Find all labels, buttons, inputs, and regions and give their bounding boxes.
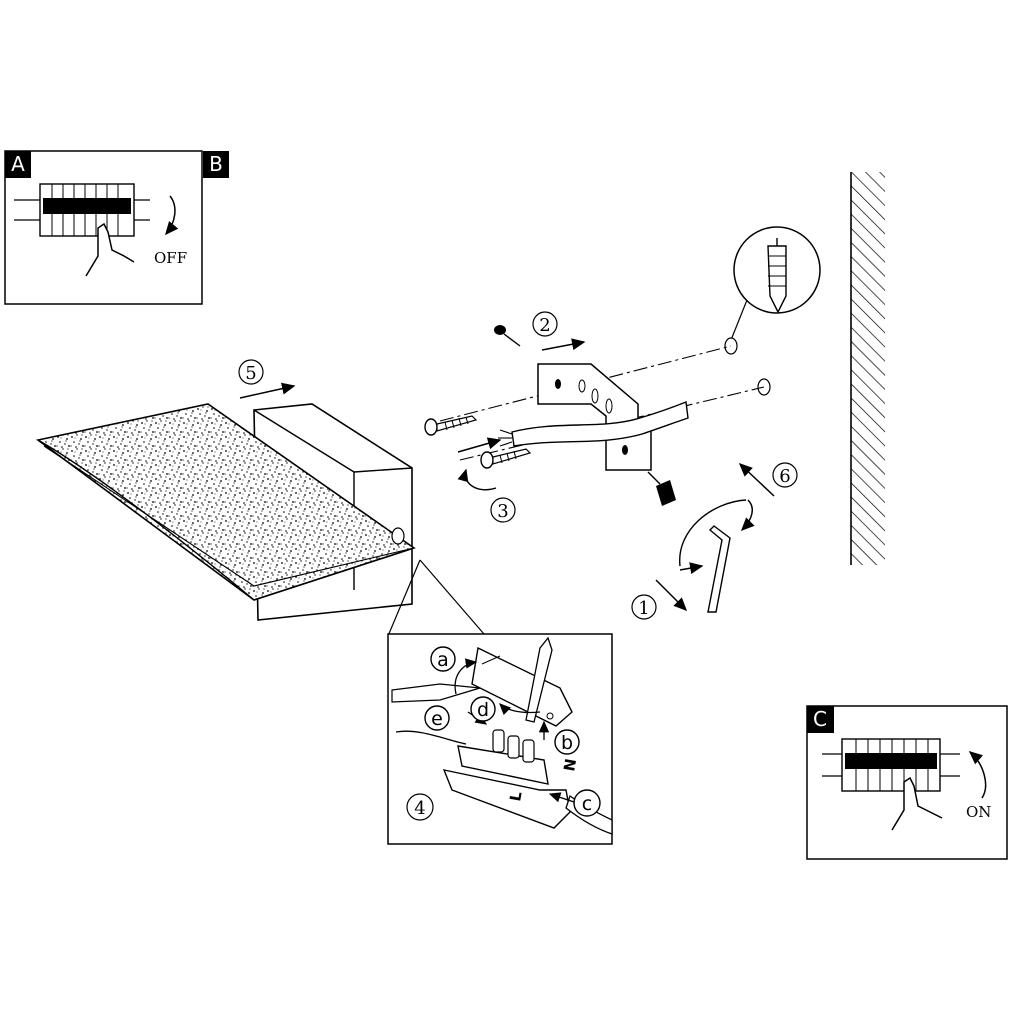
step-1-arrow [655,579,688,612]
mounting-bracket [537,363,652,471]
wall-section [850,172,885,565]
hand-icon [891,776,943,831]
cable-wires [498,429,513,447]
terminal-screws [492,729,535,763]
step-6-rotation-arrow [740,499,755,532]
step-3-rotate-arrow [457,468,497,491]
step-4-badge [406,793,434,821]
detail-label-a: a [430,646,456,672]
step-5-arrow [239,382,296,399]
step-6-number: 6 [779,466,790,487]
detail-label-c: c [573,789,601,817]
detail-label-b: b [554,729,580,755]
detail-label-e: e [424,705,450,731]
screwdriver-left-icon [391,683,481,703]
step-1-number: 1 [638,598,649,619]
step-2-badge [532,311,558,337]
terminal-cover [471,646,573,727]
mains-cable [511,401,689,447]
step-1-badge [631,594,657,620]
step-6-badge [772,462,798,488]
live-mark: L [506,790,525,803]
step-3-number: 3 [497,501,508,522]
svg-text:d: d [477,699,489,721]
step-2-number: 2 [539,315,550,336]
wall-plug-detail [730,226,821,341]
circuit-breaker-icon [14,183,150,237]
svg-text:b: b [561,732,573,754]
wall-screw-upper [424,415,478,436]
wiring-detail-panel: a d e b c N L 4 [387,633,613,845]
hand-icon [85,222,135,277]
panel-switch-on: C ON [806,705,1008,860]
panel-switch-off: A B OFF [4,150,229,305]
detail-label-d: d [470,696,496,722]
svg-text:e: e [431,708,443,730]
detail-leader-left [387,559,421,637]
step-1-turn-arrow [679,562,704,575]
panel-b-letter: B [209,152,223,176]
step-3-badge [490,497,516,523]
panel-a-letter: A [11,152,25,176]
on-label: ON [966,803,991,821]
step-3-arrow [457,437,502,453]
off-rotation-arrow [165,195,179,236]
neutral-mark: N [560,757,580,772]
circuit-breaker-icon [822,738,960,792]
svg-text:c: c [582,793,592,815]
detail-leader-right [419,559,485,635]
off-label: OFF [154,249,187,267]
step-1-rotation [679,499,747,567]
step-5-badge [238,359,264,385]
terminal-housing [442,769,571,829]
screwdriver-icon [525,636,553,723]
step-5-number: 5 [245,363,256,384]
panel-c-letter: C [813,707,827,731]
step-4-number: 4 [414,798,425,819]
wall-screw-lower [480,448,532,469]
svg-text:a: a [437,649,449,671]
screw-top [494,325,521,347]
screw-bottom [647,471,676,506]
step-6-arrow [738,462,775,497]
lamp-screw [391,527,405,545]
on-rotation-arrow [968,751,987,799]
step-2-arrow [541,338,586,351]
drill-bit-icon [707,525,731,613]
wall-lamp [36,403,416,621]
